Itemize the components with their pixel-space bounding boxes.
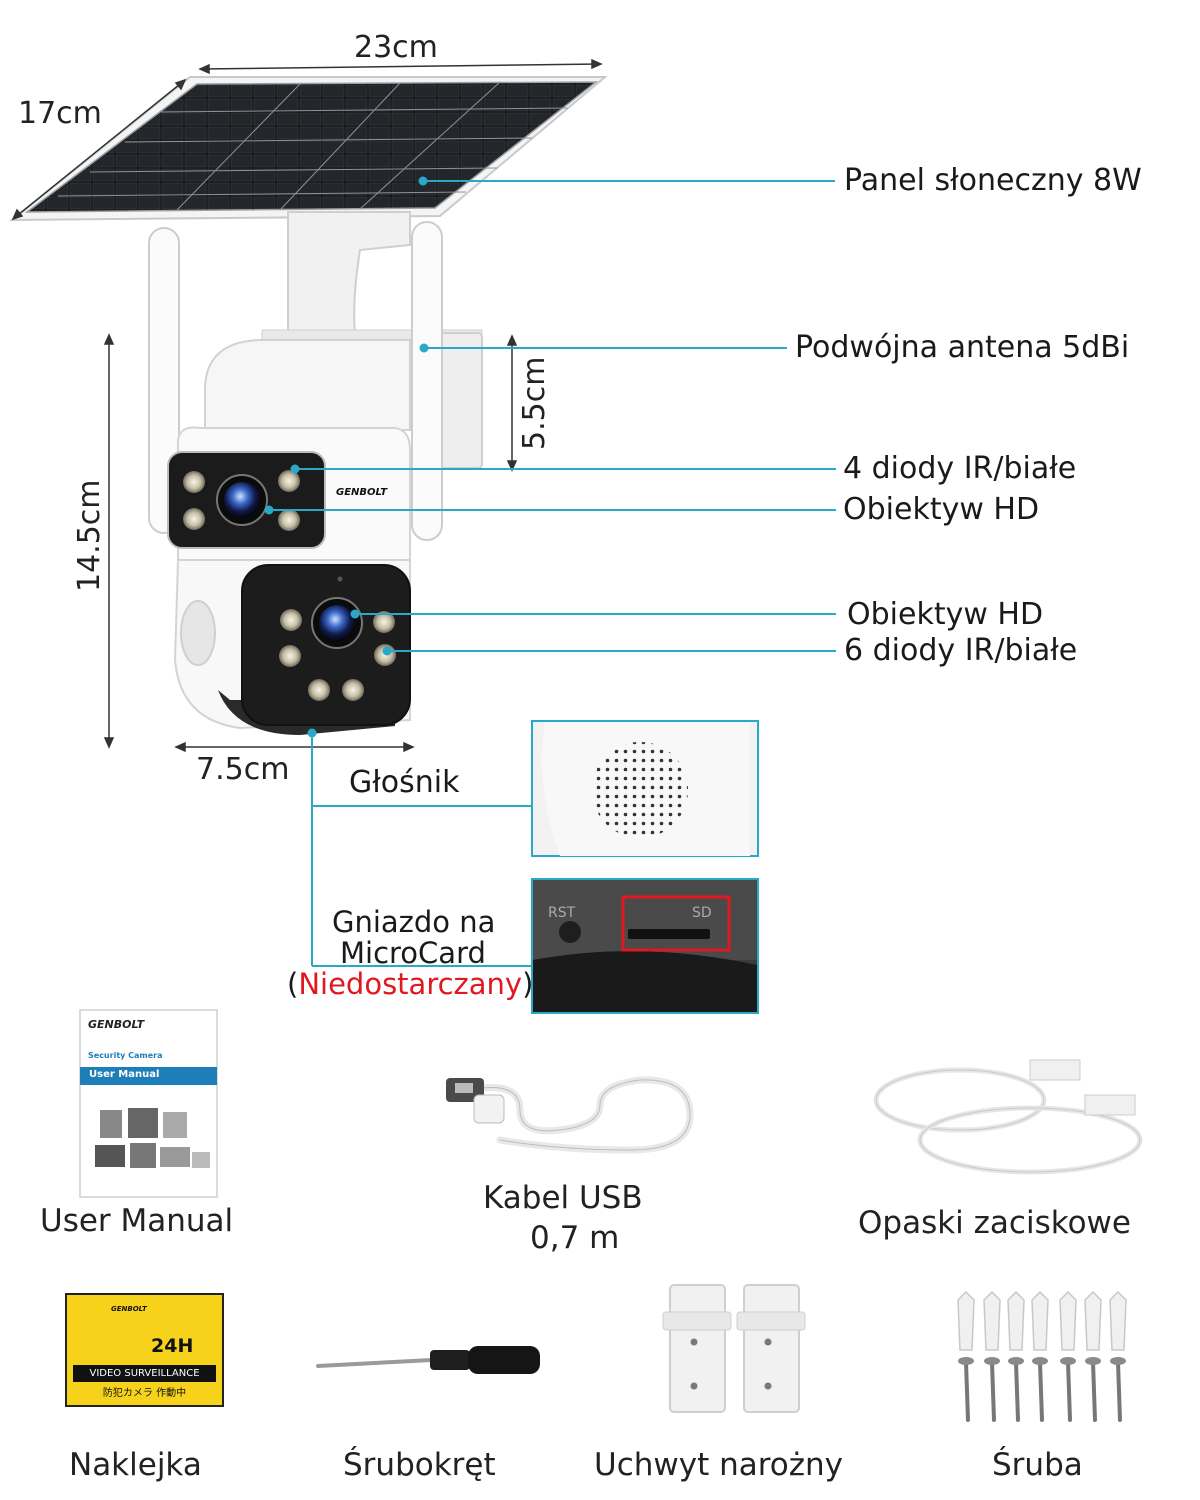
dimension-width-bottom: 7.5cm (196, 752, 290, 787)
manual-bar-text: User Manual (89, 1069, 160, 1080)
callout-bottom-lens: Obiektyw HD (847, 597, 1044, 632)
camera-body (167, 339, 411, 735)
dimension-depth: 17cm (18, 96, 102, 131)
callout-antenna: Podwójna antena 5dBi (795, 330, 1130, 365)
manual-subtitle: Security Camera (88, 1051, 163, 1060)
callout-sd-line2: MicroCard (340, 936, 486, 970)
callout-speaker: Głośnik (349, 765, 460, 800)
dimension-width-top: 23cm (354, 30, 438, 65)
speaker-inset (531, 720, 759, 857)
manual-brand: GENBOLT (88, 1018, 145, 1031)
manual-title-bar: User Manual (80, 1067, 217, 1085)
caption-sticker: Naklejka (69, 1447, 202, 1483)
screws-image (957, 1290, 1127, 1422)
screwdriver-image (316, 1346, 540, 1374)
sd-label: SD (692, 905, 712, 921)
sticker-brand: GENBOLT (111, 1305, 147, 1313)
sd-slot-inset (531, 878, 759, 1014)
caption-screw: Śruba (992, 1447, 1083, 1483)
callout-top-leds: 4 diody IR/białe (843, 451, 1077, 486)
caption-usb-line2: 0,7 m (530, 1220, 620, 1256)
caption-screwdriver: Śrubokręt (343, 1447, 496, 1483)
user-manual-image (79, 1009, 218, 1198)
callout-top-lens: Obiektyw HD (843, 492, 1040, 527)
cable-ties-image (873, 1059, 1143, 1175)
caption-usb-line1: Kabel USB (483, 1180, 643, 1216)
solar-panel (9, 76, 608, 222)
sticker-24h: 24H (151, 1335, 194, 1357)
callout-sd-line1: Gniazdo na (332, 905, 496, 939)
antennas (148, 221, 443, 541)
sticker-japanese: 防犯カメラ 作動中 (102, 1388, 187, 1399)
callout-sd-note: (Niedostarczany) (287, 967, 533, 1001)
sticker-text: VIDEO SURVEILLANCE (73, 1365, 216, 1382)
dimension-lines (11, 58, 603, 753)
bottom-lens-module (279, 597, 396, 701)
sd-note-close: ) (522, 967, 534, 1001)
callout-solar-panel: Panel słoneczny 8W (844, 163, 1142, 198)
reset-label: RST (548, 905, 576, 921)
callout-bottom-leds: 6 diody IR/białe (844, 633, 1078, 668)
sd-note-open: ( (287, 967, 299, 1001)
camera-logo: GENBOLT (336, 487, 388, 498)
corner-bracket-image (662, 1284, 806, 1413)
leader-lines (264, 176, 836, 967)
surveillance-sticker: GENBOLT 24H VIDEO SURVEILLANCE 防犯カメラ 作動中 (65, 1293, 224, 1407)
top-lens-module (183, 470, 300, 531)
sd-note-text: Niedostarczany (298, 967, 523, 1001)
usb-cable-image (446, 1076, 694, 1154)
caption-corner-bracket: Uchwyt narożny (594, 1447, 844, 1483)
caption-cable-ties: Opaski zaciskowe (858, 1205, 1131, 1241)
caption-user-manual: User Manual (40, 1203, 234, 1239)
dimension-height: 14.5cm (72, 479, 107, 592)
dimension-head: 5.5cm (517, 356, 552, 450)
